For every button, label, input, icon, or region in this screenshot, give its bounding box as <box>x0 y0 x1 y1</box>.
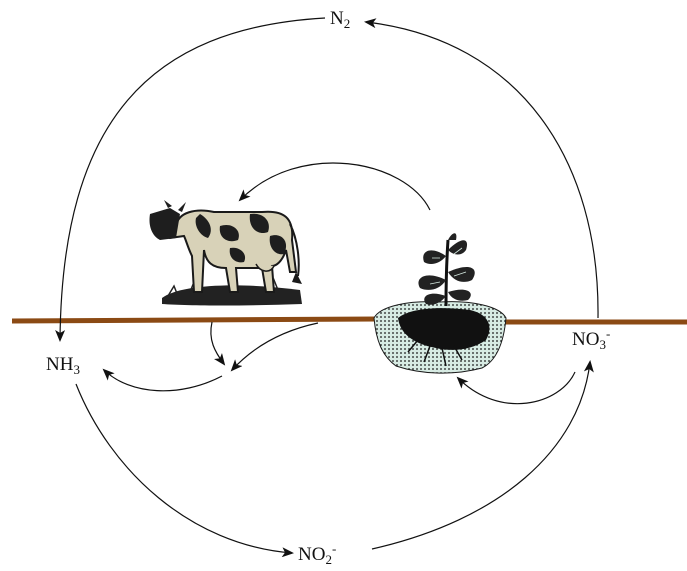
ground-line-left <box>11 316 379 324</box>
cow-icon <box>149 200 302 306</box>
arrow-no3-to-n2 <box>364 18 599 319</box>
arrow-no2-to-no3 <box>371 360 594 550</box>
label-no3: NO3- <box>572 326 611 352</box>
arrow-decay-to-nh3 <box>102 368 223 392</box>
label-n2: N2 <box>330 8 351 31</box>
arrow-cow-waste-down <box>210 321 226 366</box>
arrow-n2-to-nh3 <box>55 17 326 342</box>
label-no2: NO2- <box>298 541 337 567</box>
arrow-nh3-to-no2 <box>75 383 294 558</box>
label-nh3: NH3 <box>46 354 80 377</box>
arrow-no3-to-plant <box>456 371 576 405</box>
arrow-plant-to-cow <box>238 162 431 211</box>
arrow-plant-decay <box>230 322 319 372</box>
plant-icon <box>373 233 507 374</box>
